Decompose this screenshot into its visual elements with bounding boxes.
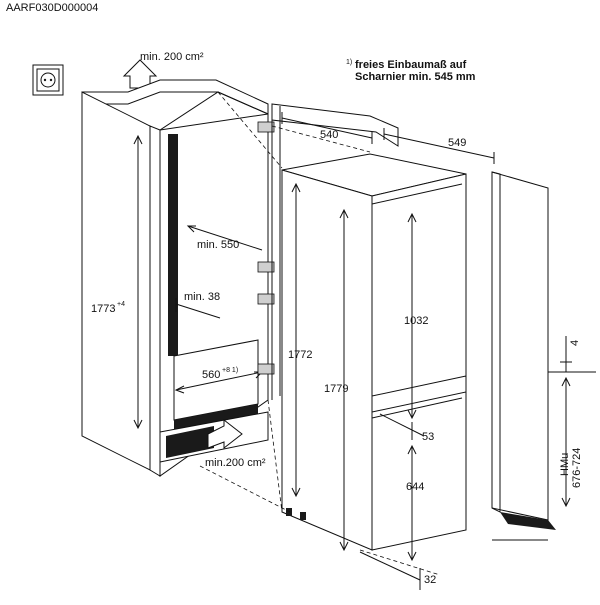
- door-total-height-label: 1772: [288, 349, 312, 361]
- hmu-range-label: 676-724: [571, 448, 583, 488]
- document-code: AARF030D000004: [6, 2, 98, 14]
- niche-height-tolerance: +4: [117, 301, 125, 308]
- note-line-1: freies Einbaumaß auf: [355, 59, 467, 71]
- niche-width-label: 560: [202, 369, 220, 381]
- appliance-width-label: 549: [448, 137, 466, 149]
- note-marker: 1): [346, 59, 352, 66]
- door-total-height-dimension: [291, 182, 301, 498]
- door-hinge-icon: [257, 121, 275, 375]
- side-gap-dimension: [175, 298, 221, 319]
- door-gap-dimension: [379, 413, 425, 440]
- side-gap-4-dimension: [560, 336, 572, 372]
- appliance-depth-label: 540: [320, 129, 338, 141]
- niche-width-tolerance: +8 1): [222, 367, 238, 374]
- niche-cabinet: [81, 79, 269, 477]
- niche-depth-dimension: [186, 225, 263, 251]
- appliance-height-label: 1779: [324, 383, 348, 395]
- airflow-bottom-arrow-icon: [207, 418, 243, 450]
- vent-bottom-label: min.200 cm²: [205, 457, 266, 469]
- side-gap-min-label: min. 38: [184, 291, 220, 303]
- furniture-door-panel: [271, 103, 399, 400]
- side-section-profile: [491, 171, 596, 541]
- note-line-2: Scharnier min. 545 mm: [355, 71, 476, 83]
- bottom-offset-dimension: [359, 551, 421, 590]
- appliance-width-dimension: [383, 128, 495, 164]
- niche-depth-min-label: min. 550: [197, 239, 239, 251]
- projection-lines: [199, 91, 441, 576]
- lower-door-height-dimension: [407, 444, 417, 562]
- niche-height-dimension: [133, 134, 143, 430]
- niche-height-label: 1773: [91, 303, 115, 315]
- socket-icon: [32, 64, 64, 96]
- hmu-label: HMu: [559, 453, 571, 476]
- lower-door-height-label: 644: [406, 481, 424, 493]
- hmu-dimension: [561, 376, 571, 508]
- side-gap-4-label: 4: [569, 340, 581, 346]
- appliance-body: [281, 153, 467, 551]
- upper-door-height-label: 1032: [404, 315, 428, 327]
- appliance-height-dimension: [339, 208, 349, 552]
- door-gap-label: 53: [422, 431, 434, 443]
- appliance-depth-dimension: [281, 112, 373, 144]
- vent-top-label: min. 200 cm²: [140, 51, 204, 63]
- upper-door-height-dimension: [407, 212, 417, 420]
- bottom-offset-label: 32: [424, 574, 436, 586]
